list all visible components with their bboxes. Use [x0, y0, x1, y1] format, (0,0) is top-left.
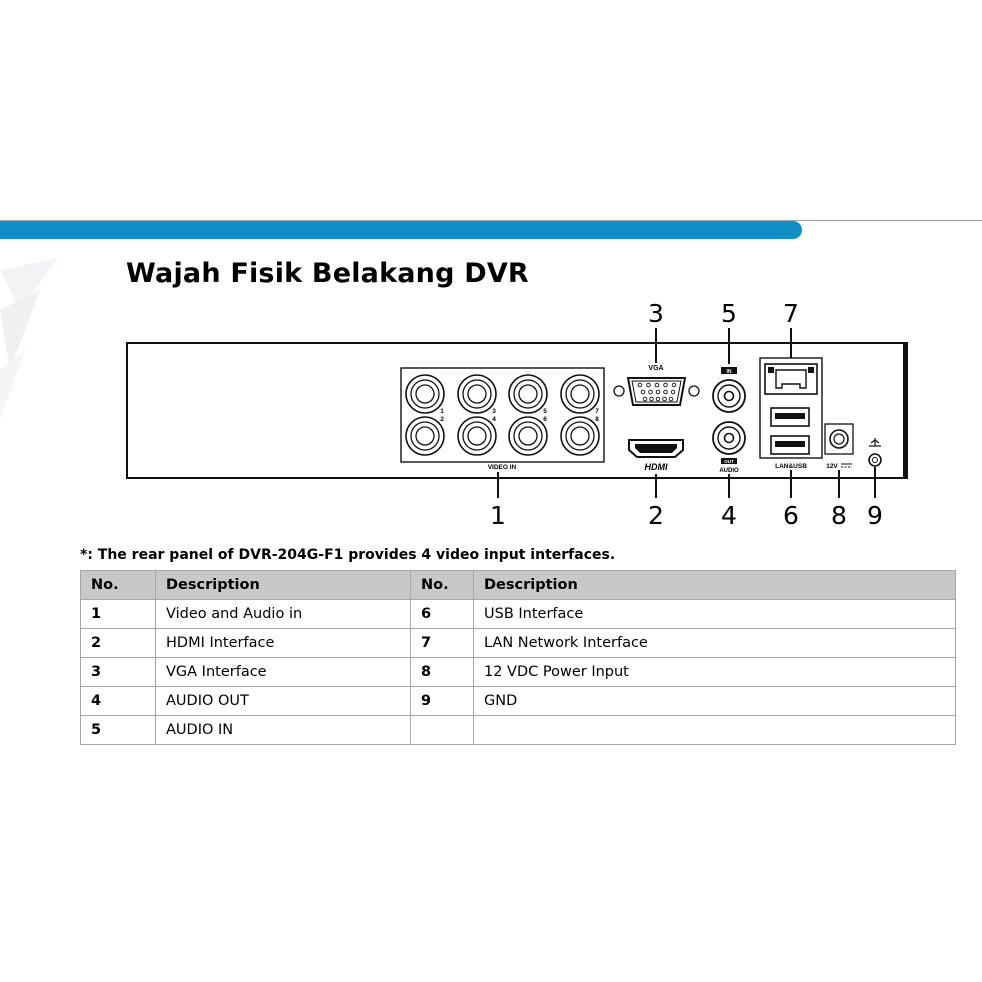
channel-number: 6 [543, 416, 547, 423]
table-header-row: No. Description No. Description [80, 570, 956, 600]
video-in-label: VIDEO IN [488, 464, 517, 471]
decorative-logo-watermark [0, 258, 58, 420]
video-in-block [400, 367, 605, 463]
cell-no: 8 [410, 657, 474, 687]
page-title: Wajah Fisik Belakang DVR [126, 258, 529, 289]
gnd-terminal [868, 453, 882, 467]
cell-description: USB Interface [473, 599, 956, 629]
cell-no: 6 [410, 599, 474, 629]
table-row: 1 Video and Audio in 6 USB Interface [80, 599, 956, 629]
cell-no: 4 [80, 686, 156, 716]
lan-usb-label: LAN&USB [775, 463, 807, 470]
callout-numbers: 3 5 7 1 2 4 6 8 9 [490, 299, 883, 530]
table-row: 3 VGA Interface 8 12 VDC Power Input [80, 657, 956, 687]
cell-no: 3 [80, 657, 156, 687]
cell-description: 12 VDC Power Input [473, 657, 956, 687]
hdmi-port [628, 439, 684, 458]
audio-out-label: OUT [724, 459, 734, 464]
usb-port-lower [770, 435, 810, 455]
channel-number: 5 [543, 408, 547, 415]
bnc-connector [457, 416, 497, 456]
callout-6: 6 [783, 501, 799, 530]
callout-8: 8 [831, 501, 847, 530]
cell-description: AUDIO IN [155, 715, 411, 745]
vga-label: VGA [648, 365, 663, 372]
cell-no: 5 [80, 715, 156, 745]
bnc-connector [560, 416, 600, 456]
column-header-no: No. [80, 570, 156, 600]
header-rule [0, 220, 982, 221]
cell-no: 9 [410, 686, 474, 716]
cell-description: LAN Network Interface [473, 628, 956, 658]
channel-number: 8 [595, 416, 599, 423]
audio-label: AUDIO [719, 468, 739, 474]
column-header-description: Description [155, 570, 411, 600]
footnote: *: The rear panel of DVR-204G-F1 provide… [80, 547, 616, 563]
cell-description: Video and Audio in [155, 599, 411, 629]
cell-description: VGA Interface [155, 657, 411, 687]
callout-7: 7 [783, 299, 799, 328]
bnc-connector [508, 416, 548, 456]
cell-no: 7 [410, 628, 474, 658]
callout-1: 1 [490, 501, 506, 530]
vga-port [613, 377, 700, 406]
channel-number: 2 [440, 416, 444, 423]
callout-5: 5 [721, 299, 737, 328]
dvr-rear-panel [126, 342, 908, 479]
cell-description: AUDIO OUT [155, 686, 411, 716]
port-legend-table: No. Description No. Description 1 Video … [80, 570, 956, 745]
table-row: 2 HDMI Interface 7 LAN Network Interface [80, 628, 956, 658]
power-label: 12V [826, 463, 838, 470]
power-jack [824, 423, 854, 455]
usb-port-upper [770, 407, 810, 427]
ground-icon [869, 438, 881, 447]
cell-description: HDMI Interface [155, 628, 411, 658]
channel-number: 1 [440, 408, 444, 415]
bnc-connectors [405, 374, 600, 456]
channel-number: 3 [492, 408, 496, 415]
audio-in-label: IN [727, 369, 732, 375]
bnc-connector [560, 374, 600, 414]
column-header-no: No. [410, 570, 474, 600]
channel-labels: 12 34 56 78 [440, 408, 599, 423]
cell-no: 2 [80, 628, 156, 658]
audio-out-jack [712, 421, 746, 455]
table-row: 5 AUDIO IN [80, 715, 956, 745]
callout-3: 3 [648, 299, 664, 328]
callout-9: 9 [867, 501, 883, 530]
bnc-connector [405, 374, 445, 414]
callout-2: 2 [648, 501, 664, 530]
accent-bar [0, 221, 802, 239]
hdmi-label: HDMI [645, 462, 668, 472]
cell-no: 1 [80, 599, 156, 629]
callout-4: 4 [721, 501, 737, 530]
channel-number: 4 [492, 416, 496, 423]
audio-in-jack [712, 379, 746, 413]
lan-port [764, 363, 818, 395]
cell-description [473, 715, 956, 745]
bnc-connector [457, 374, 497, 414]
bnc-connector [508, 374, 548, 414]
column-header-description: Description [473, 570, 956, 600]
cell-description: GND [473, 686, 956, 716]
bnc-connector [405, 416, 445, 456]
channel-number: 7 [595, 408, 599, 415]
table-row: 4 AUDIO OUT 9 GND [80, 686, 956, 716]
callout-leaders [497, 328, 876, 498]
cell-no [410, 715, 474, 745]
